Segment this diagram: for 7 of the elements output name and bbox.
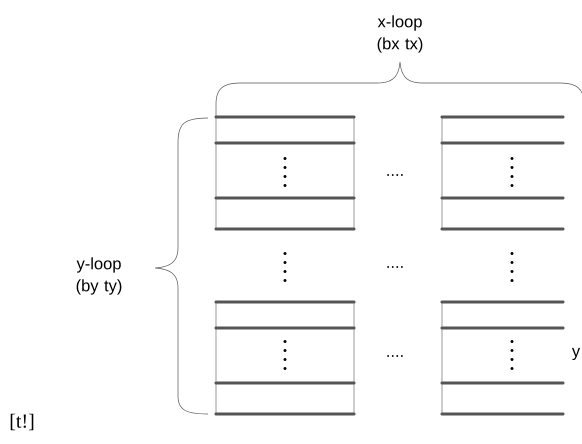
label: .... xyxy=(387,174,403,176)
label: .... xyxy=(387,266,403,268)
label: [t!] xyxy=(10,414,34,430)
label: y-loop (by ty) xyxy=(76,257,122,295)
label: y xyxy=(572,348,580,360)
label: .... xyxy=(387,355,403,357)
label: x-loop (bx tx) xyxy=(378,15,422,53)
